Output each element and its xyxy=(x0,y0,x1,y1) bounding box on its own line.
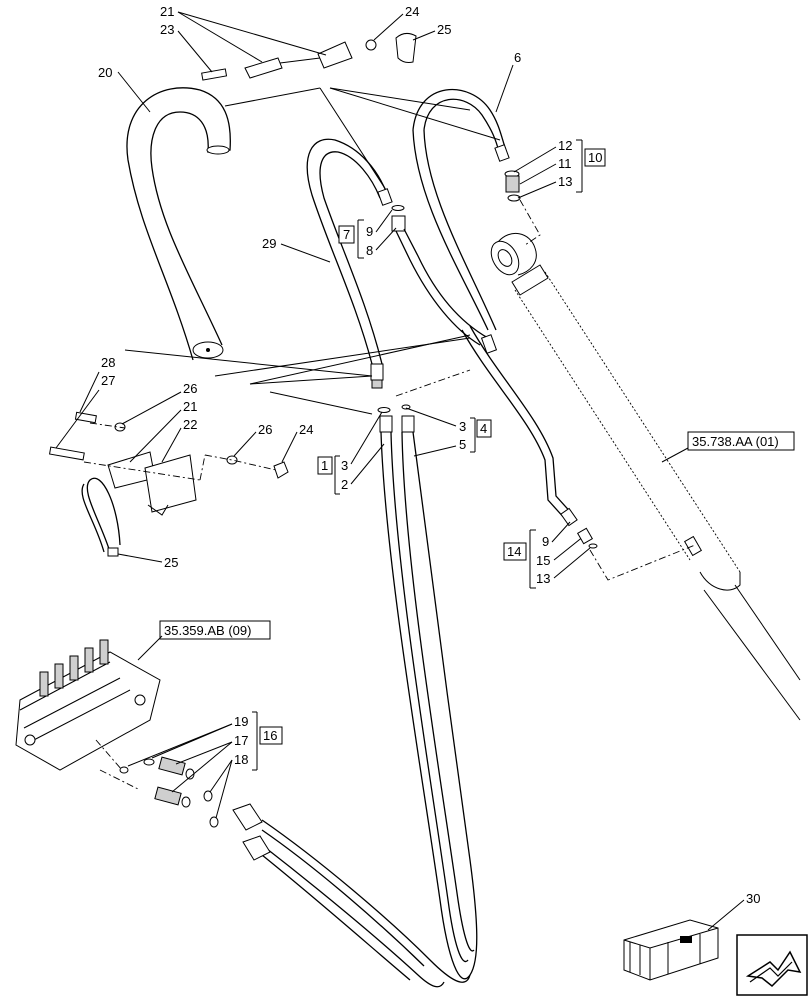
callout-23: 23 xyxy=(160,22,174,37)
callout-11: 11 xyxy=(558,156,572,171)
reference-valve[interactable]: 35.359.AB (09) xyxy=(164,623,251,638)
callout-21-top: 21 xyxy=(160,4,174,19)
callout-7: 7 xyxy=(343,227,350,242)
callout-box-14 xyxy=(503,542,527,561)
callout-19: 19 xyxy=(234,714,248,729)
bracket-assembly-top xyxy=(201,32,417,81)
callout-3-left: 3 xyxy=(341,458,348,473)
next-page-arrow-icon[interactable] xyxy=(736,934,808,996)
callout-box-4 xyxy=(476,419,492,438)
callout-20: 20 xyxy=(98,65,112,80)
callout-18: 18 xyxy=(234,752,248,767)
callout-25-bottom: 25 xyxy=(164,555,178,570)
fitting-11 xyxy=(504,170,521,202)
callout-30: 30 xyxy=(746,891,760,906)
callout-14: 14 xyxy=(507,544,521,559)
callout-29: 29 xyxy=(262,236,276,251)
reference-box-cylinder xyxy=(687,431,795,451)
hose-6: 6 xyxy=(412,50,521,331)
callout-12: 12 xyxy=(558,138,572,153)
hydraulic-cylinder xyxy=(490,233,801,721)
callout-16: 16 xyxy=(263,728,277,743)
callout-13-bottom: 13 xyxy=(536,571,550,586)
callout-13-top: 13 xyxy=(558,174,572,189)
callout-3-right: 3 xyxy=(459,419,466,434)
callout-10: 10 xyxy=(588,150,602,165)
callout-26-right: 26 xyxy=(258,422,272,437)
callout-9-bottom: 9 xyxy=(542,534,549,549)
pipe-5 xyxy=(461,325,578,527)
callout-6: 6 xyxy=(514,50,521,65)
hose-guard-sleeve: 20 xyxy=(98,65,231,361)
crate-box-icon xyxy=(623,919,719,981)
control-valve xyxy=(15,639,161,791)
callout-4: 4 xyxy=(480,421,487,436)
hose-29: 29 xyxy=(262,138,393,389)
callout-box-16 xyxy=(259,726,283,745)
main-hoses xyxy=(232,404,478,988)
callout-24-mid: 24 xyxy=(299,422,313,437)
callout-27: 27 xyxy=(101,373,115,388)
callout-24-top: 24 xyxy=(405,4,419,19)
callout-25-top: 25 xyxy=(437,22,451,37)
reference-cylinder[interactable]: 35.738.AA (01) xyxy=(692,434,779,449)
callout-group-top: 21 23 24 25 xyxy=(160,4,451,73)
bracket-assembly-mid xyxy=(48,411,289,516)
callout-17: 17 xyxy=(234,733,248,748)
callout-2: 2 xyxy=(341,477,348,492)
callout-22: 22 xyxy=(183,417,197,432)
reference-box-valve xyxy=(159,620,271,640)
callout-box-10 xyxy=(584,148,606,167)
callout-21-mid: 21 xyxy=(183,399,197,414)
callout-1: 1 xyxy=(321,458,328,473)
callout-box-1 xyxy=(317,456,333,475)
callout-28: 28 xyxy=(101,355,115,370)
callout-9-top: 9 xyxy=(366,224,373,239)
callout-15: 15 xyxy=(536,553,550,568)
cable-tie: 25 xyxy=(81,477,178,570)
callout-8: 8 xyxy=(366,243,373,258)
callout-26-left: 26 xyxy=(183,381,197,396)
fittings-17-18-19 xyxy=(119,756,219,828)
callout-5: 5 xyxy=(459,437,466,452)
callout-box-7 xyxy=(338,225,355,244)
